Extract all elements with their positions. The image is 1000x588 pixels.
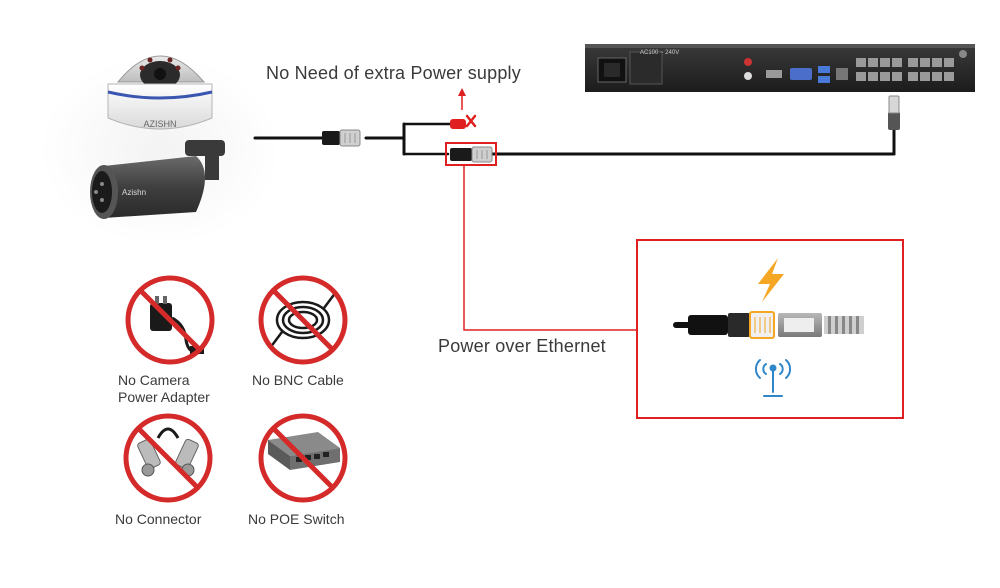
rj45-plug (450, 146, 493, 163)
bullet-brand-text: Azishn (122, 188, 146, 197)
bnc-cable-graphic (269, 291, 337, 349)
power-adapter-graphic (150, 296, 204, 354)
wifi-antenna-icon (754, 359, 792, 397)
cable-splitter (322, 129, 361, 147)
no-extra-power-label: No Need of extra Power supply (266, 63, 521, 83)
no-connector-caption: No Connector (115, 511, 202, 527)
lightning-bolt-icon (758, 258, 784, 302)
x-mark-icon (465, 114, 477, 128)
up-arrow-icon (458, 88, 466, 110)
poe-highlight-box (445, 142, 497, 166)
prohibited-sign-icon (125, 275, 215, 365)
bnc-connector-graphic (137, 427, 199, 477)
prohibited-sign-icon (123, 413, 213, 503)
no-power-adapter-caption: No Camera Power Adapter (118, 372, 210, 405)
nvr-recorder (585, 44, 975, 92)
dome-brand-text: AZISHN (143, 119, 176, 129)
poe-label: Power over Ethernet (438, 336, 606, 356)
nvr-rj45-plug (888, 95, 900, 130)
poe-cable-illustration (673, 311, 864, 339)
no-bnc-cable-caption: No BNC Cable (252, 372, 344, 388)
bullet-camera (90, 140, 225, 219)
prohibited-sign-icon (258, 275, 348, 365)
ethernet-cable (253, 122, 896, 156)
no-poe-switch-caption: No POE Switch (248, 511, 345, 527)
nvr-voltage-text: AC100 ~ 240V (640, 50, 679, 56)
prohibited-sign-icon (258, 413, 348, 503)
dc-power-plug (450, 119, 466, 129)
dome-camera (107, 55, 213, 130)
poe-leader-line (463, 166, 636, 331)
poe-switch-graphic (268, 432, 340, 470)
